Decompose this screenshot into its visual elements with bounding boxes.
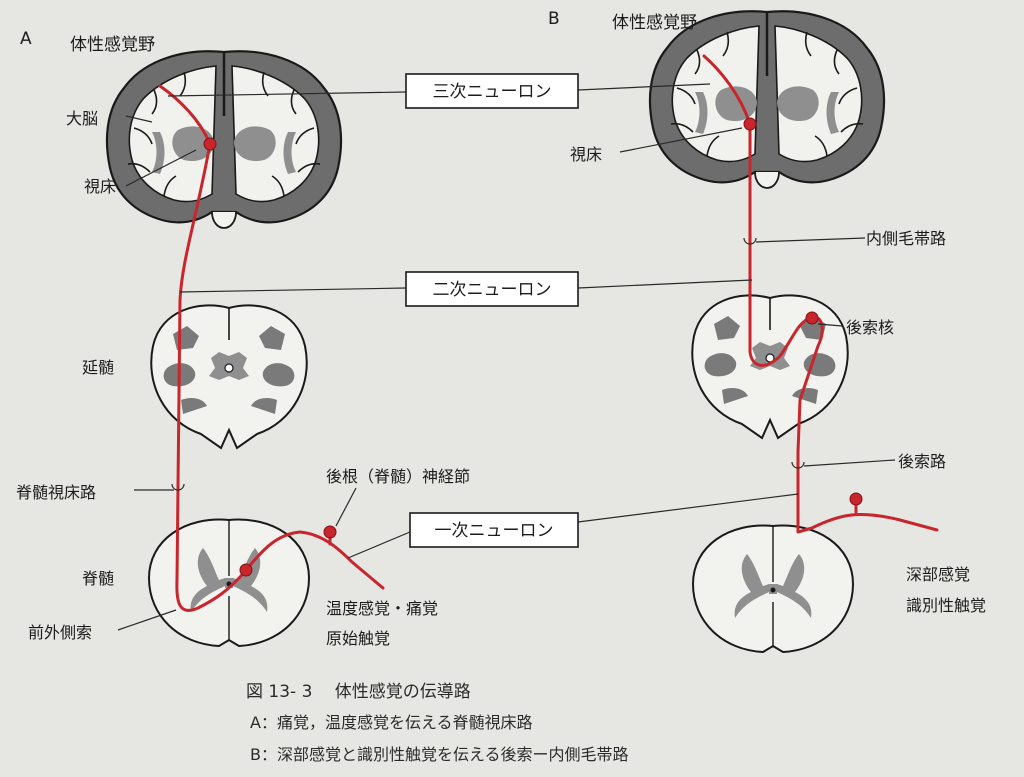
panel-b-dorsal-column-tract-label: 後索路 xyxy=(898,452,946,471)
first-order-neuron-label: 一次ニューロン xyxy=(435,521,554,541)
panel-a-spinal-cord xyxy=(148,518,310,647)
panel-a-spinal-cord-label: 脊髄 xyxy=(82,569,114,588)
panel-a-thalamus-label: 視床 xyxy=(84,177,116,196)
panel-b-thalamus-synapse xyxy=(743,117,757,131)
panel-b-ganglion-cell xyxy=(849,492,863,506)
panel-a-thalamus-synapse xyxy=(203,137,217,151)
dorsal-root-ganglion-leader xyxy=(335,487,357,527)
panel-b-third-order-neuron xyxy=(702,54,752,126)
panel-a-medulla-label: 延髄 xyxy=(82,358,114,377)
panel-b-dorsal-column-nuclei-label: 後索核 xyxy=(846,318,894,337)
panel-a-dorsal-horn-synapse xyxy=(239,563,253,577)
panel-a-medulla xyxy=(150,304,308,450)
panel-a-brain xyxy=(105,50,343,230)
anterolateral-leader xyxy=(117,609,177,631)
third-order-neuron-label: 三次ニューロン xyxy=(433,82,552,102)
panel-b-second-order-neuron xyxy=(748,122,812,367)
second-order-leader-left xyxy=(179,287,407,293)
panel-a-anterolateral-label: 前外側索 xyxy=(28,623,92,642)
panel-b-lemniscus-bracket xyxy=(743,237,757,245)
panel-b-spinal-cord xyxy=(692,524,854,653)
third-order-leader-left xyxy=(167,91,407,97)
panel-b-sensation-line1: 深部感覚 xyxy=(906,565,970,584)
cerebrum-leader xyxy=(125,115,153,123)
dorsal-column-nuclei-leader xyxy=(817,323,843,327)
third-order-leader-right xyxy=(577,83,711,91)
lemniscus-leader xyxy=(755,237,866,243)
thalamus-b-leader xyxy=(619,127,743,153)
figure-caption-line-a: A：痛覚，温度感覚を伝える脊髄視床路 xyxy=(250,713,532,732)
panel-b-medulla xyxy=(691,294,849,440)
dorsal-column-tract-leader xyxy=(803,459,896,467)
panel-a-sensation-line2: 原始触覚 xyxy=(326,629,390,648)
second-order-neuron-label: 二次ニューロン xyxy=(433,280,552,300)
panel-b-letter: B xyxy=(548,9,560,29)
panel-b-cortex-title: 体性感覚野 xyxy=(612,13,697,33)
panel-b-thalamus-label: 視床 xyxy=(570,145,602,164)
panel-a-cortex-title: 体性感覚野 xyxy=(70,35,155,55)
second-order-leader-right xyxy=(577,279,753,289)
panel-b-lemniscus-label: 内側毛帯路 xyxy=(866,229,946,248)
panel-a-spinothalamic-bracket xyxy=(171,483,185,491)
panel-b-dorsal-column-bracket xyxy=(791,461,805,469)
panel-a-second-order-neuron xyxy=(175,142,248,612)
figure-caption-title: 図 13- 3 体性感覚の伝導路 xyxy=(246,682,471,702)
first-order-leader-left xyxy=(347,531,411,559)
panel-b-first-order-neuron xyxy=(796,315,939,534)
panel-a-sensation-line1: 温度感覚・痛覚 xyxy=(326,599,438,618)
thalamus-a-leader xyxy=(125,149,197,187)
second-order-neuron-box: 二次ニューロン xyxy=(405,271,579,307)
third-order-neuron-box: 三次ニューロン xyxy=(405,73,579,109)
panel-a-spinothalamic-label: 脊髄視床路 xyxy=(16,483,96,502)
panel-b-dorsal-column-synapse xyxy=(805,311,819,325)
panel-a-third-order-neuron xyxy=(158,84,212,146)
figure-caption-line-b: B：深部感覚と識別性触覚を伝える後索ー内側毛帯路 xyxy=(250,745,629,764)
panel-b-brain xyxy=(648,10,886,190)
first-order-neuron-box: 一次ニューロン xyxy=(409,512,579,548)
panel-a-dorsal-root-ganglion-label: 後根（脊髄）神経節 xyxy=(326,467,470,486)
panel-a-first-order-neuron xyxy=(244,530,385,590)
panel-a-cerebrum-label: 大脳 xyxy=(66,109,98,128)
panel-a-letter: A xyxy=(20,29,32,49)
first-order-leader-right xyxy=(577,493,799,523)
panel-b-sensation-line2: 識別性触覚 xyxy=(906,596,986,615)
panel-a-ganglion-cell xyxy=(323,525,337,539)
